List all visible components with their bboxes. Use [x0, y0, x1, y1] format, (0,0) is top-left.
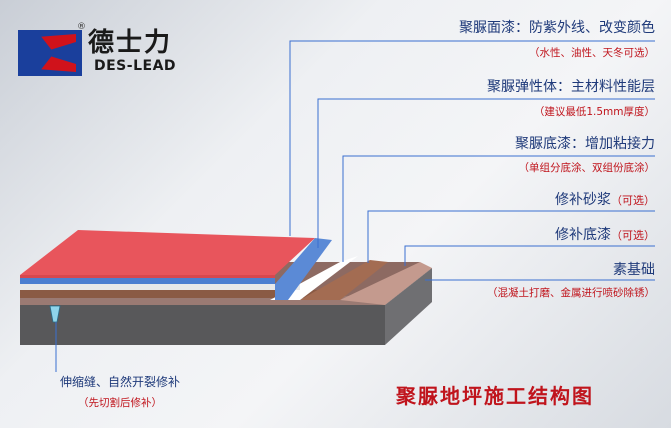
topcoat-layer-top [20, 230, 315, 275]
brand-name-en: DES-LEAD [94, 58, 177, 74]
substrate-layer-side [385, 268, 432, 345]
label-repair-primer-row: 修补底漆（可选） [555, 224, 655, 244]
elastomer-layer-side [275, 238, 332, 300]
diagram-title: 聚脲地坪施工结构图 [396, 384, 594, 408]
leader-line-primer [342, 155, 655, 262]
label-substrate: 素基础 [613, 262, 655, 278]
label-repair-primer: 修补底漆 [555, 227, 611, 243]
note-topcoat: （水性、油性、天冬可选） [529, 47, 655, 59]
leader-line-elastomer [317, 98, 655, 248]
logo-mark-icon [18, 30, 82, 76]
label-mortar: 修补砂浆 [555, 192, 611, 208]
brand-name-cn: 德士力 [88, 28, 173, 58]
leader-line-mortar [367, 210, 655, 263]
leader-line-repair-primer [404, 245, 655, 266]
note-substrate: （混凝土打磨、金属进行喷砂除锈） [487, 287, 655, 299]
label-expansion-joint: 伸缩缝、自然开裂修补 [60, 375, 181, 389]
substrate-layer-front [20, 305, 385, 345]
primer-layer-front [20, 284, 300, 290]
note-primer: （单组分底涂、双组份底涂） [518, 162, 656, 174]
mortar-layer-front [20, 290, 340, 298]
expansion-joint-icon [49, 305, 61, 323]
registered-mark: ® [77, 22, 86, 32]
note-repair-primer: （可选） [611, 229, 655, 242]
label-mortar-row: 修补砂浆（可选） [555, 189, 655, 209]
repair-primer-layer-side [340, 262, 432, 305]
brand-logo [14, 18, 184, 80]
leader-line-topcoat [289, 40, 655, 236]
label-topcoat: 聚脲面漆：防紫外线、改变颜色 [459, 20, 655, 36]
topcoat-layer-edge [20, 275, 275, 278]
label-elastomer: 聚脲弹性体：主材料性能层 [487, 79, 655, 95]
label-primer: 聚脲底漆：增加粘接力 [515, 136, 655, 152]
note-elastomer: （建议最低1.5mm厚度） [533, 106, 655, 118]
note-expansion-joint: （先切割后修补） [78, 397, 162, 409]
note-mortar: （可选） [611, 194, 655, 207]
mortar-layer-side [300, 260, 388, 300]
